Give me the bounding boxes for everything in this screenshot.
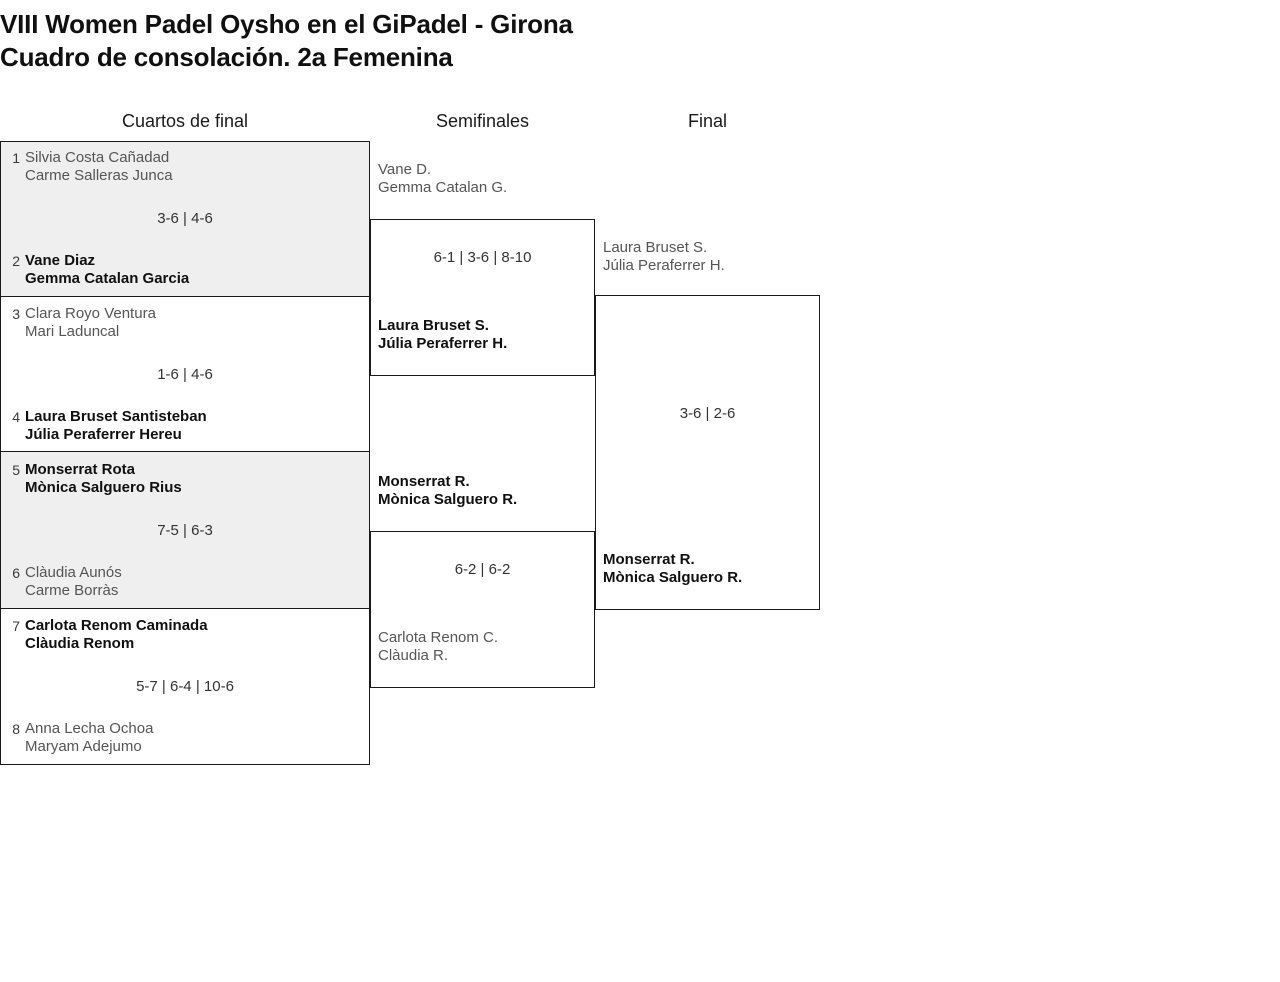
player-entry[interactable]: Monserrat R. Mònica Salguero R. [370, 473, 595, 509]
player-name-line: Clàudia Aunós [25, 564, 122, 581]
player-name-line: Carlota Renom Caminada [25, 617, 208, 634]
player-names: Silvia Costa Cañadad Carme Salleras Junc… [25, 149, 366, 185]
seed-number: 2 [12, 253, 20, 269]
player-entry[interactable]: 8 Anna Lecha Ochoa Maryam Adejumo [0, 720, 370, 756]
player-name-line: Carme Salleras Junca [25, 167, 173, 184]
player-name-line: Júlia Peraferrer Hereu [25, 426, 182, 443]
player-entry[interactable]: Monserrat R. Mònica Salguero R. [595, 551, 820, 587]
match-score: 5-7 | 6-4 | 10-6 [136, 678, 234, 695]
match-score: 3-6 | 2-6 [679, 405, 736, 422]
player-name-line: Gemma Catalan Garcia [25, 270, 190, 287]
match-box[interactable] [595, 295, 820, 610]
player-name-line: Mònica Salguero R. [378, 491, 518, 508]
player-name-line: Clàudia Renom [25, 635, 135, 652]
player-entry[interactable]: Carlota Renom C. Clàudia R. [370, 629, 595, 665]
player-names: Anna Lecha Ochoa Maryam Adejumo [25, 720, 366, 756]
match-box[interactable] [0, 297, 370, 452]
seed-number: 1 [12, 150, 20, 166]
tournament-title: VIII Women Padel Oysho en el GiPadel - G… [0, 9, 573, 39]
player-names: Carlota Renom C. Clàudia R. [378, 629, 591, 665]
player-entry[interactable]: 5 Monserrat Rota Mònica Salguero Rius [0, 461, 370, 497]
player-name-line: Laura Bruset S. [378, 317, 489, 334]
match-score: 6-2 | 6-2 [454, 561, 511, 578]
draw-subtitle: Cuadro de consolación. 2a Femenina [0, 42, 453, 72]
player-name-line: Monserrat R. [378, 473, 470, 490]
player-name-line: Carlota Renom C. [378, 629, 499, 646]
player-name-line: Monserrat Rota [25, 461, 136, 478]
player-name-line: Silvia Costa Cañadad [25, 149, 170, 166]
seed-number: 7 [12, 618, 20, 634]
player-entry[interactable]: Laura Bruset S. Júlia Peraferrer H. [595, 239, 820, 275]
match-box[interactable] [370, 531, 595, 688]
match-score: 7-5 | 6-3 [157, 522, 213, 539]
player-name-line: Mònica Salguero Rius [25, 479, 182, 496]
player-name-line: Vane D. [378, 161, 432, 178]
seed-number: 3 [12, 306, 20, 322]
player-name-line: Clàudia R. [378, 647, 449, 664]
player-names: Laura Bruset Santisteban Júlia Peraferre… [25, 408, 366, 444]
player-name-line: Vane Diaz [25, 252, 96, 269]
player-names: Monserrat R. Mònica Salguero R. [603, 551, 816, 587]
player-name-line: Clara Royo Ventura [25, 305, 156, 322]
player-name-line: Júlia Peraferrer H. [603, 257, 725, 274]
player-entry[interactable]: 7 Carlota Renom Caminada Clàudia Renom [0, 617, 370, 653]
player-entry[interactable]: 2 Vane Diaz Gemma Catalan Garcia [0, 252, 370, 288]
player-entry[interactable]: 6 Clàudia Aunós Carme Borràs [0, 564, 370, 600]
player-names: Clara Royo Ventura Mari Laduncal [25, 305, 366, 341]
player-name-line: Laura Bruset S. [603, 239, 708, 256]
player-names: Laura Bruset S. Júlia Peraferrer H. [603, 239, 816, 275]
player-name-line: Mònica Salguero R. [603, 569, 743, 586]
player-names: Vane Diaz Gemma Catalan Garcia [25, 252, 366, 288]
match-score: 3-6 | 4-6 [157, 210, 213, 227]
seed-number: 6 [12, 565, 20, 581]
match-box[interactable] [0, 609, 370, 765]
player-name-line: Monserrat R. [603, 551, 695, 568]
player-entry[interactable]: 1 Silvia Costa Cañadad Carme Salleras Ju… [0, 149, 370, 185]
player-names: Laura Bruset S. Júlia Peraferrer H. [378, 317, 591, 353]
match-box[interactable] [0, 141, 370, 297]
player-name-line: Mari Laduncal [25, 323, 120, 340]
round-header-quarterfinals: Cuartos de final [121, 111, 249, 131]
player-entry[interactable]: Laura Bruset S. Júlia Peraferrer H. [370, 317, 595, 353]
player-name-line: Anna Lecha Ochoa [25, 720, 154, 737]
player-names: Monserrat Rota Mònica Salguero Rius [25, 461, 366, 497]
player-names: Monserrat R. Mònica Salguero R. [378, 473, 591, 509]
seed-number: 4 [12, 409, 20, 425]
player-name-line: Júlia Peraferrer H. [378, 335, 508, 352]
round-header-final: Final [687, 111, 727, 131]
seed-number: 8 [12, 721, 20, 737]
player-name-line: Gemma Catalan G. [378, 179, 508, 196]
seed-number: 5 [12, 462, 20, 478]
player-entry[interactable]: 3 Clara Royo Ventura Mari Laduncal [0, 305, 370, 341]
match-score: 6-1 | 3-6 | 8-10 [433, 249, 532, 266]
player-names: Vane D. Gemma Catalan G. [378, 161, 591, 197]
player-names: Clàudia Aunós Carme Borràs [25, 564, 366, 600]
player-entry[interactable]: Vane D. Gemma Catalan G. [370, 161, 595, 197]
player-name-line: Maryam Adejumo [25, 738, 142, 755]
player-name-line: Laura Bruset Santisteban [25, 408, 207, 425]
match-box[interactable] [370, 219, 595, 376]
player-names: Carlota Renom Caminada Clàudia Renom [25, 617, 366, 653]
match-box[interactable] [0, 452, 370, 609]
round-header-semifinals: Semifinales [435, 111, 530, 131]
player-entry[interactable]: 4 Laura Bruset Santisteban Júlia Perafer… [0, 408, 370, 444]
match-score: 1-6 | 4-6 [157, 366, 213, 383]
player-name-line: Carme Borràs [25, 582, 119, 599]
